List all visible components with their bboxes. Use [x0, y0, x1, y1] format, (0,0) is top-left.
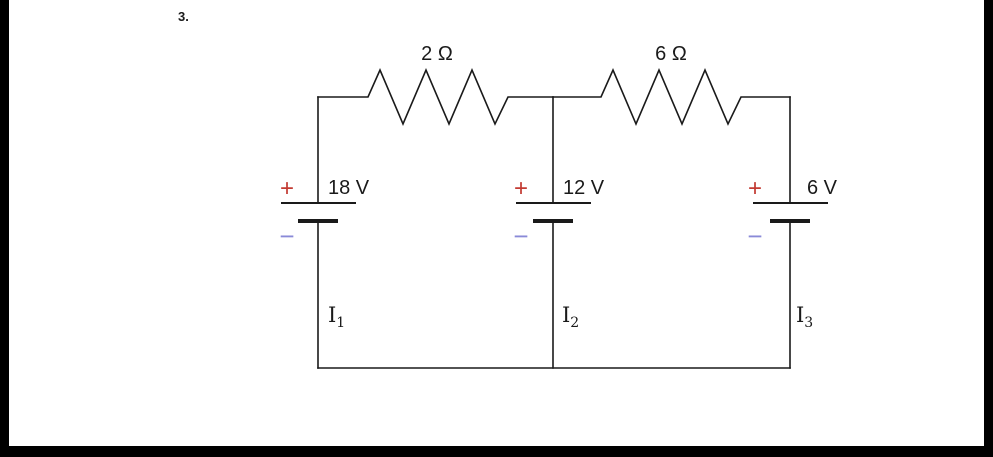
page-frame-left	[0, 0, 9, 457]
current-label-i2: I2	[562, 303, 579, 331]
battery-6v-plus-sign: +	[748, 175, 762, 202]
battery-18v: + 18 V −	[279, 175, 369, 251]
page-frame-bottom	[0, 446, 993, 457]
current-label-i1: I1	[328, 303, 345, 331]
battery-6v-voltage-label: 6 V	[807, 177, 838, 199]
current-i3-symbol: I	[796, 303, 804, 327]
current-i1-subscript: 1	[336, 315, 345, 331]
battery-12v-voltage-label: 12 V	[563, 177, 605, 199]
battery-18v-minus-sign: −	[279, 221, 294, 251]
page-frame-right	[984, 0, 993, 457]
battery-12v-minus-sign: −	[513, 221, 528, 251]
resistor-r2-zigzag	[552, 67, 791, 127]
current-i3-subscript: 3	[804, 315, 813, 331]
battery-18v-plus-sign: +	[280, 175, 294, 202]
problem-number: 3.	[178, 9, 189, 24]
battery-12v: + 12 V −	[513, 175, 604, 251]
current-i2-subscript: 2	[570, 315, 579, 331]
resistor-r2-label: 6 Ω	[655, 43, 687, 65]
current-i2-symbol: I	[562, 303, 570, 327]
battery-6v: + 6 V −	[747, 175, 837, 251]
current-i1-symbol: I	[328, 303, 336, 327]
battery-6v-minus-sign: −	[747, 221, 762, 251]
current-label-i3: I3	[796, 303, 813, 331]
battery-18v-voltage-label: 18 V	[328, 177, 370, 199]
resistor-r1-zigzag	[317, 67, 554, 127]
battery-12v-plus-sign: +	[514, 175, 528, 202]
resistor-r1-label: 2 Ω	[421, 43, 453, 65]
